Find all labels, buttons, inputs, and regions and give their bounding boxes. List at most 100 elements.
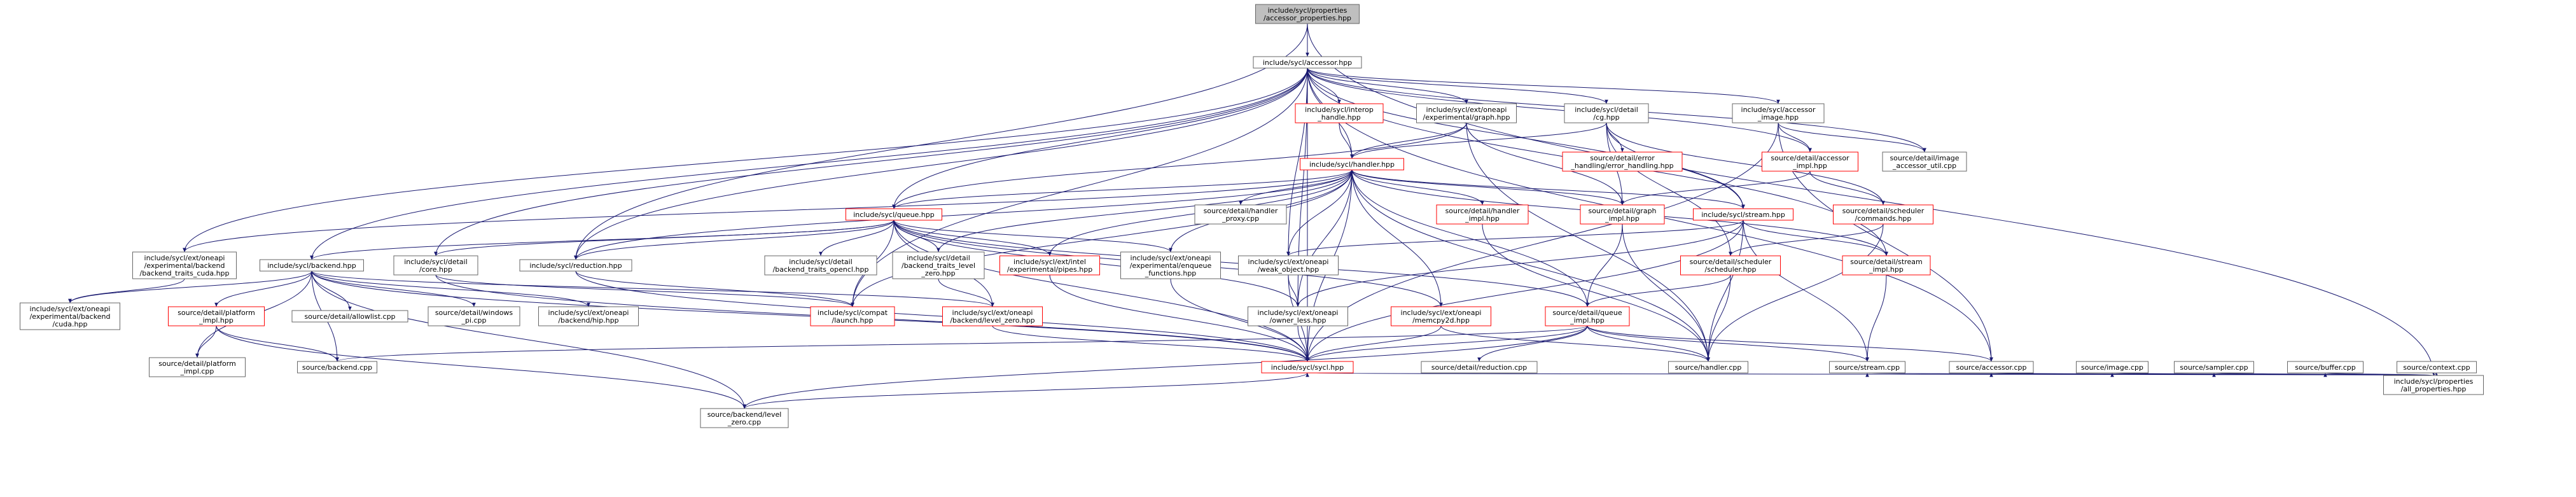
node-backend-level-zero-hpp[interactable]: include/sycl/ext/oneapi/backend/level_ze… (942, 306, 1043, 326)
edge-ext_graph-to-graph_impl (1466, 122, 1624, 206)
node-handler-proxy[interactable]: source/detail/handler_proxy.cpp (1194, 204, 1287, 225)
node-stream-impl[interactable]: source/detail/stream_impl.hpp (1842, 255, 1931, 276)
node-graph-impl[interactable]: source/detail/graph_impl.hpp (1580, 204, 1665, 225)
node-label: _proxy.cpp (1222, 214, 1259, 223)
edge-accessor_hpp-to-accessor_image (1307, 67, 1780, 104)
edge-backend_hpp-to-backend_level_zero_hpp (311, 270, 994, 307)
node-windows-pi[interactable]: source/detail/windows_pi.cpp (428, 306, 520, 326)
node-detail-core[interactable]: include/sycl/detail/core.hpp (393, 255, 478, 276)
node-buffer-cpp[interactable]: source/buffer.cpp (2287, 361, 2364, 374)
node-detail-cg[interactable]: include/sycl/detail/cg.hpp (1564, 103, 1649, 123)
node-intel-pipes[interactable]: include/sycl/ext/intel/experimental/pipe… (999, 255, 1100, 276)
node-label: _impl.hpp (1570, 316, 1605, 325)
node-label: source/stream.cpp (1835, 363, 1900, 372)
edge-queue_impl-to-accessor_cpp (1587, 325, 1993, 362)
node-queue-impl[interactable]: source/detail/queue_impl.hpp (1545, 306, 1630, 326)
node-backend-level-zero-cpp[interactable]: source/backend/level_zero.cpp (700, 408, 789, 428)
node-ext-backend-cuda[interactable]: include/sycl/ext/oneapi/experimental/bac… (20, 302, 120, 330)
node-box (1732, 103, 1825, 123)
node-scheduler-hpp[interactable]: source/detail/scheduler/scheduler.hpp (1680, 255, 1781, 276)
edge-handler_hpp-to-compat_launch (851, 169, 1353, 307)
edge-queue_impl-to-backend_cpp (335, 325, 1588, 362)
node-platform-impl-cpp[interactable]: source/detail/platform_impl.cpp (149, 357, 246, 377)
node-scheduler-commands[interactable]: source/detail/scheduler/commands.hpp (1833, 204, 1933, 225)
node-queue-hpp[interactable]: include/sycl/queue.hpp (846, 208, 942, 221)
node-image-cpp[interactable]: source/image.cpp (2076, 361, 2148, 374)
node-label: source/detail/accessor (1771, 154, 1849, 162)
edge-stream_hpp-to-weak_object (1286, 220, 1744, 256)
node-box (149, 357, 246, 377)
node-handler-hpp[interactable]: include/sycl/handler.hpp (1300, 158, 1404, 171)
node-interop-handle[interactable]: include/sycl/interop_handle.hpp (1295, 103, 1384, 123)
node-label: source/backend.cpp (302, 363, 372, 372)
edge-backend_traits_cuda-to-ext_backend_cuda (68, 278, 185, 304)
edge-memcpy2d-to-handler_cpp (1440, 325, 1710, 362)
node-platform-impl-hpp[interactable]: source/detail/platform_impl.hpp (168, 306, 265, 326)
edge-handler_hpp-to-weak_object (1286, 169, 1353, 256)
node-memcpy2d[interactable]: include/sycl/ext/oneapi/memcpy2d.hpp (1391, 306, 1491, 326)
node-label: include/sycl/ext/oneapi (548, 309, 629, 317)
node-allowlist-cpp[interactable]: source/detail/allowlist.cpp (291, 310, 408, 323)
edge-accessor_hpp-to-weak_object (1286, 67, 1308, 256)
node-ext-graph[interactable]: include/sycl/ext/oneapi/experimental/gra… (1416, 103, 1517, 123)
edge-stream_hpp-to-stream_impl (1743, 220, 1888, 256)
edge-handler_hpp-to-reduction_hpp (574, 169, 1353, 260)
node-box (700, 408, 789, 428)
node-label: source/detail/platform (178, 309, 255, 317)
node-backend-hip[interactable]: include/sycl/ext/oneapi/backend/hip.hpp (538, 306, 639, 326)
node-compat-launch[interactable]: include/sycl/compat/launch.hpp (810, 306, 895, 326)
node-box (2287, 361, 2364, 374)
node-box (2076, 361, 2148, 374)
node-reduction-cpp[interactable]: source/detail/reduction.cpp (1421, 361, 1538, 374)
node-all-properties[interactable]: include/sycl/properties/all_properties.h… (2383, 375, 2484, 395)
node-backend-traits-level-zero[interactable]: include/sycl/detail/backend_traits_level… (892, 251, 985, 279)
node-label: /accessor_properties.hpp (1264, 14, 1351, 22)
edge-queue_hpp-to-sycl_hpp (893, 220, 1309, 362)
node-error-handling[interactable]: source/detail/error_handling/error_handl… (1562, 151, 1683, 172)
edge-queue_hpp-to-detail_core (434, 220, 895, 256)
node-image-accessor-util[interactable]: source/detail/image_accessor_util.cpp (1882, 151, 1967, 172)
node-label: source/handler.cpp (1675, 363, 1742, 372)
node-sycl-hpp[interactable]: include/sycl/sycl.hpp (1261, 361, 1354, 374)
node-box (519, 259, 632, 272)
node-box (1693, 208, 1793, 221)
edge-platform_impl_hpp-to-platform_impl_cpp (195, 325, 217, 358)
node-handler-impl[interactable]: source/detail/handler_impl.hpp (1436, 204, 1529, 225)
edge-accessor_hpp-to-queue_hpp (892, 67, 1308, 209)
node-label: /backend_traits_cuda.hpp (139, 269, 229, 277)
node-accessor-image[interactable]: include/sycl/accessor_image.hpp (1732, 103, 1825, 123)
node-backend-traits-cuda[interactable]: include/sycl/ext/oneapi/experimental/bac… (132, 251, 237, 279)
edge-detail_core-to-compat_launch (435, 274, 854, 307)
node-box (297, 361, 377, 374)
node-label: /backend_traits_level (902, 262, 975, 270)
edge-queue_hpp-to-enqueue_functions (893, 220, 1173, 253)
node-reduction-hpp[interactable]: include/sycl/reduction.hpp (519, 259, 632, 272)
node-box (1680, 255, 1781, 276)
node-backend-traits-opencl[interactable]: include/sycl/detail/backend_traits_openc… (764, 255, 877, 276)
node-label: include/sycl/reduction.hpp (529, 262, 622, 270)
node-label: source/detail/platform (158, 360, 236, 368)
node-sampler-cpp[interactable]: source/sampler.cpp (2174, 361, 2254, 374)
node-context-cpp[interactable]: source/context.cpp (2397, 361, 2477, 374)
node-weak-object[interactable]: include/sycl/ext/oneapi/weak_object.hpp (1238, 255, 1339, 276)
node-backend-cpp[interactable]: source/backend.cpp (297, 361, 377, 374)
node-accessor-hpp[interactable]: include/sycl/accessor.hpp (1253, 56, 1362, 69)
edge-root-to-reduction_hpp (574, 23, 1308, 260)
node-backend-hpp[interactable]: include/sycl/backend.hpp (260, 259, 364, 272)
node-label: /cuda.hpp (53, 320, 88, 328)
node-accessor-cpp[interactable]: source/accessor.cpp (1949, 361, 2034, 374)
node-accessor-impl[interactable]: source/detail/accessor_impl.hpp (1762, 151, 1858, 172)
edge-memcpy2d-to-sycl_hpp (1305, 325, 1442, 362)
node-label: source/detail/reduction.cpp (1431, 363, 1528, 372)
node-owner-less[interactable]: include/sycl/ext/oneapi/owner_less.hpp (1248, 306, 1348, 326)
node-label: include/sycl/interop (1305, 106, 1374, 114)
node-enqueue-functions[interactable]: include/sycl/ext/oneapi/experimental/enq… (1120, 251, 1221, 279)
node-box (1762, 151, 1858, 172)
node-stream-cpp[interactable]: source/stream.cpp (1829, 361, 1905, 374)
node-stream-hpp[interactable]: include/sycl/stream.hpp (1693, 208, 1793, 221)
node-label: /backend/hip.hpp (558, 316, 618, 325)
node-label: include/sycl/properties (1268, 6, 1347, 15)
node-handler-cpp[interactable]: source/handler.cpp (1668, 361, 1748, 374)
node-label: _impl.cpp (180, 367, 214, 375)
edge-handler_hpp-to-handler_impl (1351, 169, 1484, 206)
